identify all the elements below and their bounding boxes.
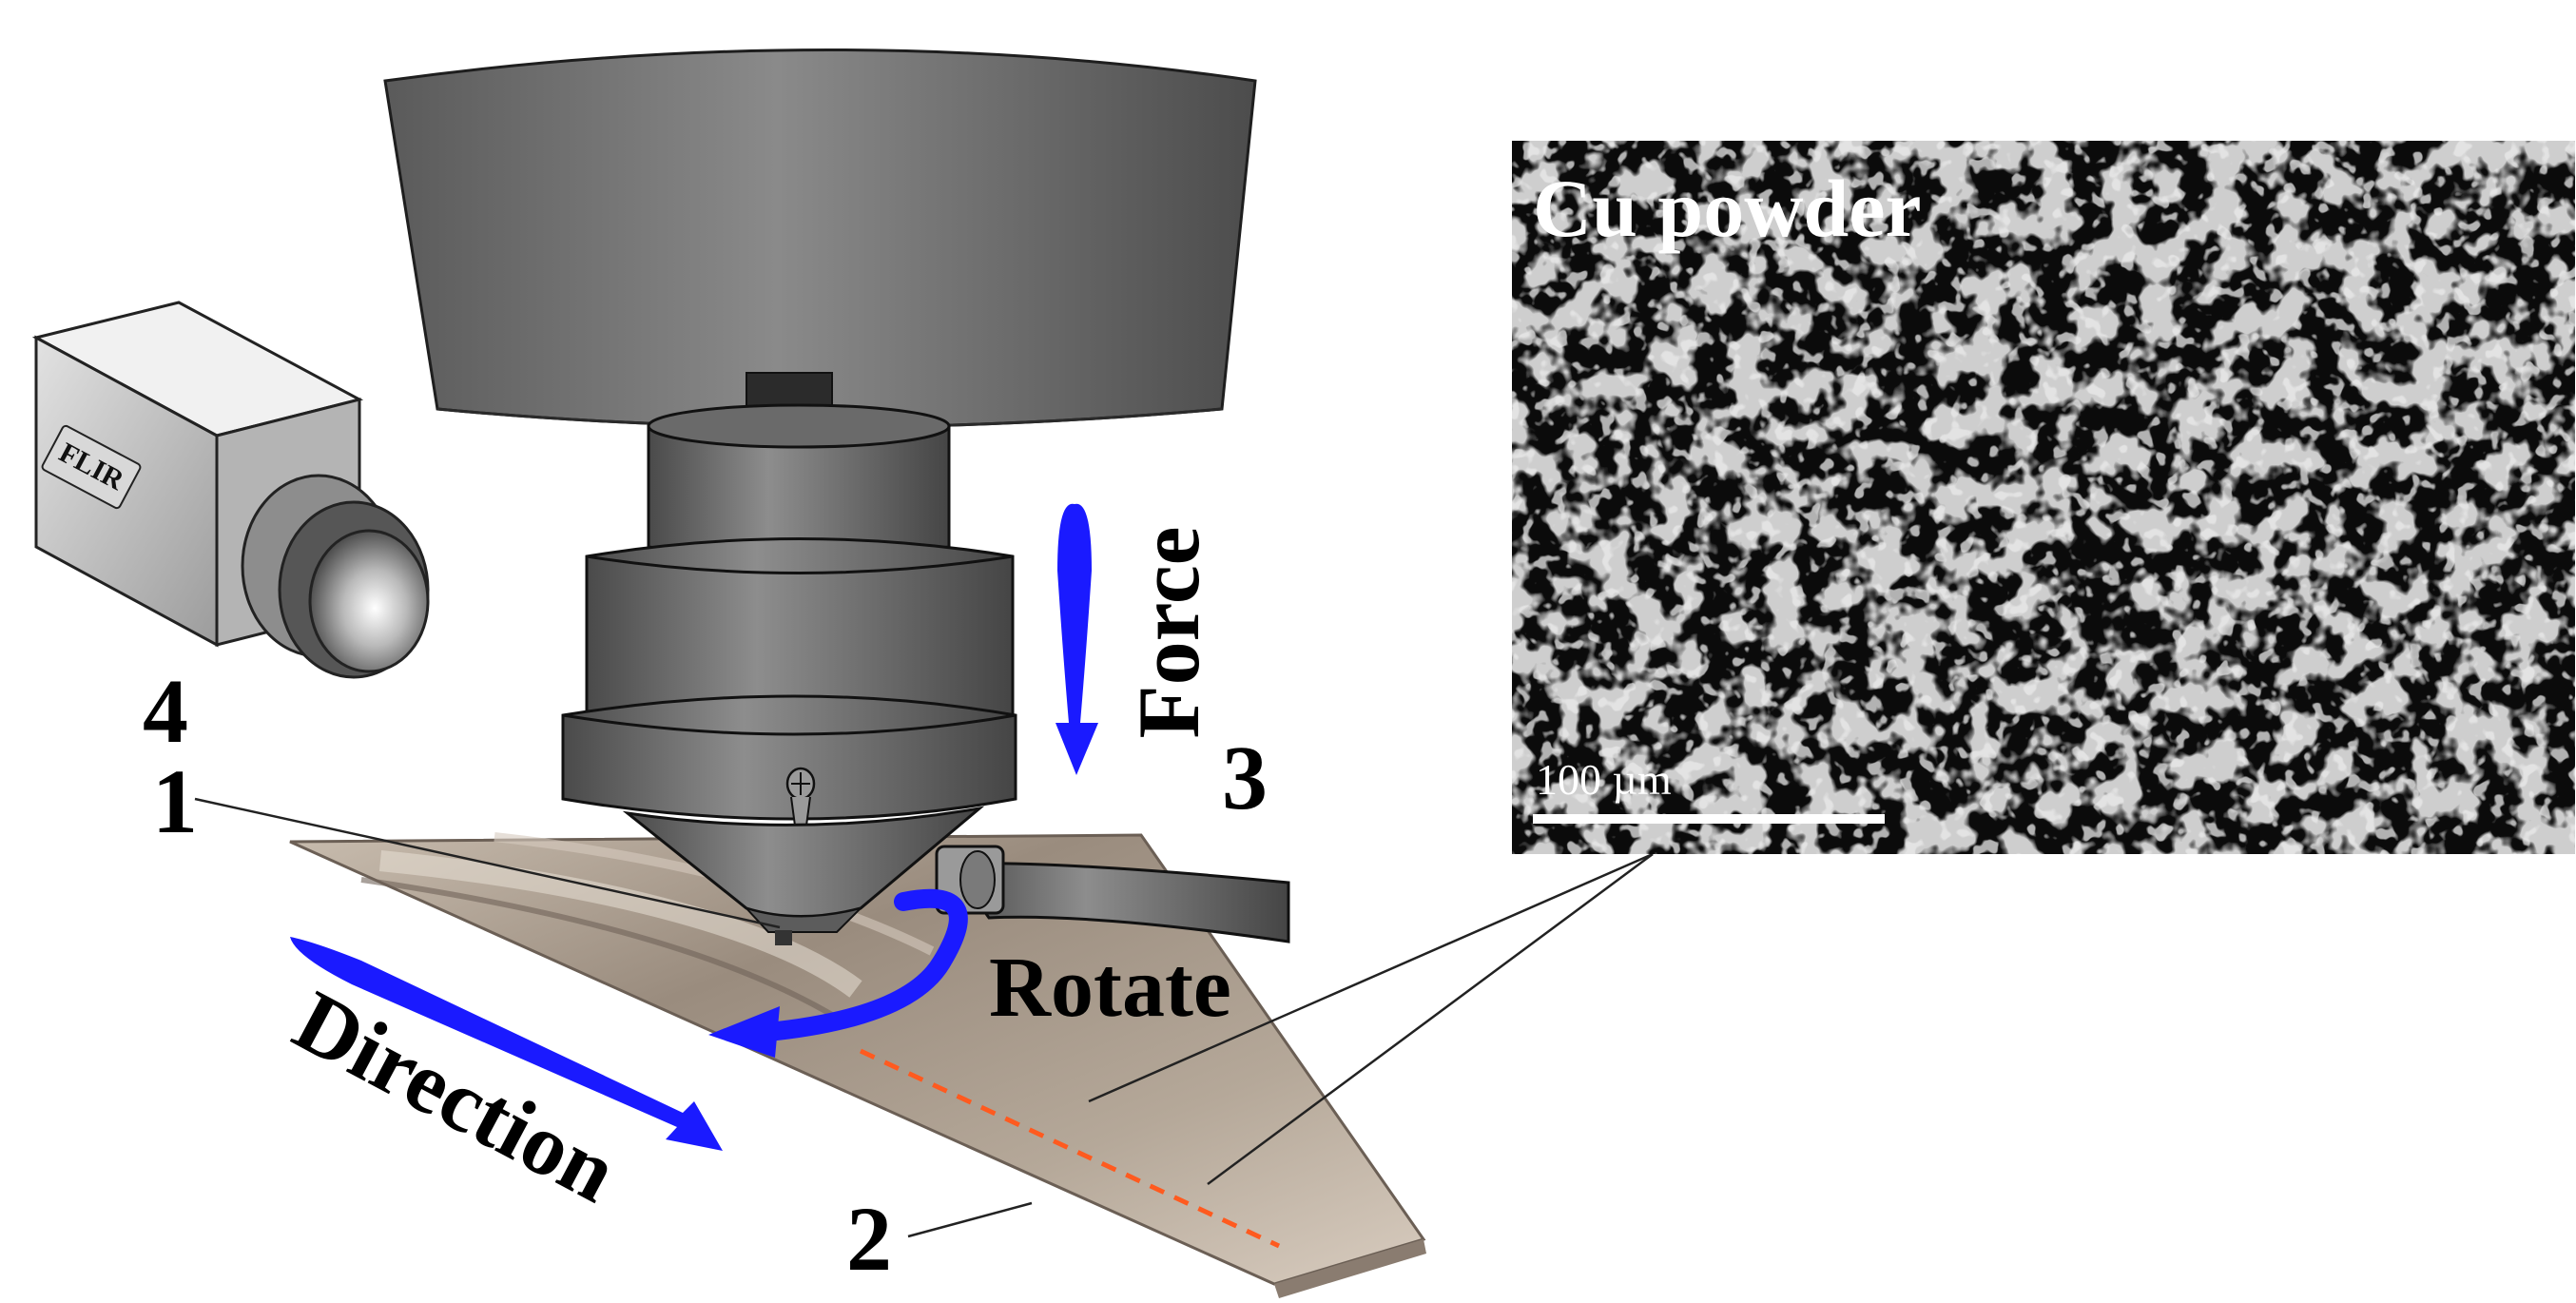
rotate-arrow	[708, 888, 968, 1058]
direction-arrow	[290, 937, 723, 1151]
force-label: Force	[1120, 526, 1217, 738]
spindle-housing	[383, 49, 1257, 429]
callout-number-4: 4	[143, 660, 188, 762]
leader-lines	[194, 797, 1654, 1238]
sem-micrograph	[1512, 141, 2575, 854]
micrograph-title: Cu powder	[1533, 163, 1922, 254]
workpiece-plate	[289, 832, 1426, 1298]
callout-number-2: 2	[846, 1188, 892, 1290]
callout-number-1: 1	[152, 750, 198, 852]
callout-number-3: 3	[1222, 727, 1268, 828]
thermal-camera: FLIR	[31, 301, 430, 679]
tool-holder	[561, 403, 1017, 945]
processed-seam	[859, 1048, 1281, 1249]
scale-bar	[1533, 814, 1885, 824]
rotate-label: Rotate	[989, 941, 1231, 1035]
force-arrow	[1056, 503, 1098, 775]
scale-bar-label: 100 µm	[1536, 755, 1672, 804]
